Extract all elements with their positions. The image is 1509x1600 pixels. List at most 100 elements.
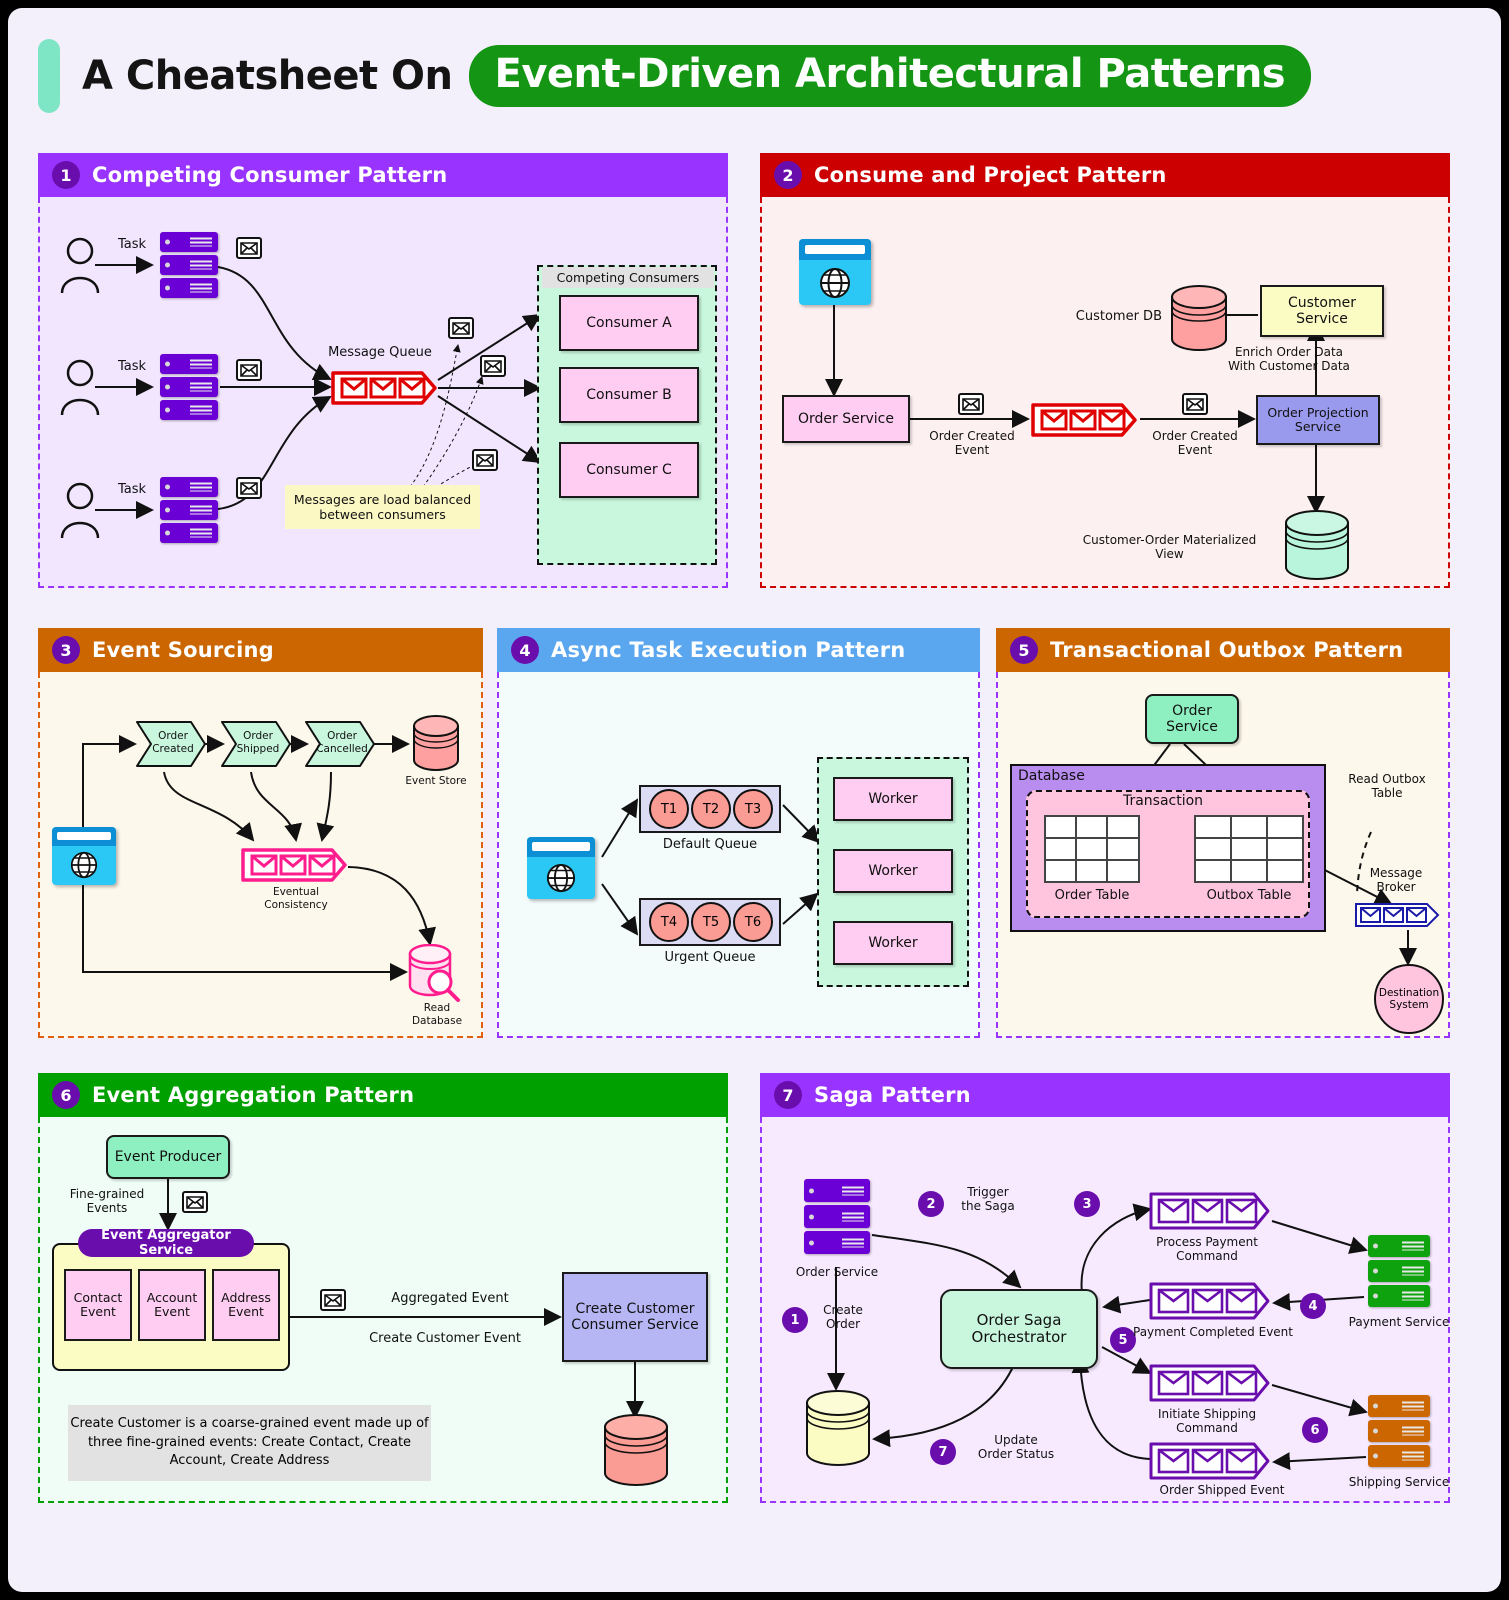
customer-store-db-icon (600, 1413, 672, 1493)
address-event-line-1: Address (221, 1289, 271, 1305)
panel-7-header: 7 Saga Pattern (760, 1073, 1450, 1117)
saga-step-2-number: 2 (926, 1196, 936, 1212)
panel-4-body: T1 T2 T3 Default Queue T4 T5 T6 Urgent Q… (497, 672, 980, 1038)
account-event-box: Account Event (138, 1269, 206, 1341)
saga-step-6-badge: 6 (1302, 1417, 1328, 1443)
message-envelope-icon-1 (236, 237, 262, 259)
event-3-line-1: Order (327, 730, 357, 742)
saga-step-5-badge: 5 (1110, 1327, 1136, 1353)
globe-icon-2 (52, 846, 116, 885)
outbox-order-service-box[interactable]: Order Service (1145, 694, 1239, 744)
message-broker-line-1: Message (1369, 866, 1423, 880)
eventual-consistency-queue-icon (240, 844, 348, 886)
read-database-label: Read Database (396, 1002, 478, 1027)
saga-step-2-badge: 2 (918, 1191, 944, 1217)
read-outbox-table-label: Read Outbox Table (1332, 772, 1442, 801)
aggregated-event-label: Aggregated Event (391, 1291, 509, 1306)
consumer-b-label: Consumer B (586, 386, 672, 403)
payment-completed-event-label: Payment Completed Event (1133, 1325, 1293, 1339)
message-envelope-icon-8 (1182, 393, 1208, 415)
panel-1-header: 1 Competing Consumer Pattern (38, 153, 728, 197)
task-label-3: Task (117, 482, 147, 497)
saga-step-7-line-2: Order Status (977, 1447, 1055, 1462)
saga-step-7-number: 7 (938, 1444, 948, 1460)
event-aggregation-note: Create Customer is a coarse-grained even… (68, 1405, 431, 1481)
event-2-line-2: Shipped (236, 742, 280, 755)
process-payment-command-label: Process Payment Command (1142, 1235, 1272, 1264)
user-icon-1 (60, 237, 100, 294)
panel-2-title: Consume and Project Pattern (814, 163, 1167, 187)
message-queue-icon (330, 367, 438, 409)
order-saga-orchestrator-box[interactable]: Order Saga Orchestrator (940, 1289, 1098, 1369)
event-aggregator-service-label: Event Aggregator Service (101, 1228, 231, 1258)
consumer-c-box[interactable]: Consumer C (559, 442, 699, 498)
eventual-consistency-line-1: Eventual (272, 886, 320, 898)
event-store-db-icon (410, 714, 462, 776)
panel-6-header: 6 Event Aggregation Pattern (38, 1073, 728, 1117)
customer-db-label: Customer DB (1075, 309, 1162, 324)
saga-step-3-badge: 3 (1074, 1191, 1100, 1217)
panel-4-header: 4 Async Task Execution Pattern (497, 628, 980, 672)
task-t4-label: T4 (660, 914, 678, 930)
order-created-event-label-2: Order Created Event (1140, 429, 1250, 458)
user-icon-3 (60, 482, 100, 539)
panel-7-number: 7 (774, 1081, 802, 1109)
load-balance-note-line-1: Messages are load balanced (293, 492, 472, 507)
enrich-order-data-label: Enrich Order Data With Customer Data (1194, 345, 1384, 374)
task-t2-label: T2 (702, 801, 720, 817)
worker-label-3: Worker (868, 934, 918, 951)
event-producer-box[interactable]: Event Producer (106, 1135, 230, 1179)
event-order-created: Order Created (135, 720, 207, 772)
event-aggregation-note-line-3: Account, Create Address (169, 1453, 330, 1469)
saga-step-2-line-2: the Saga (961, 1199, 1015, 1214)
worker-box-3[interactable]: Worker (833, 921, 953, 965)
read-database-line-2: Database (411, 1014, 463, 1027)
materialized-view-label: Customer-Order Materialized View (1062, 533, 1277, 562)
server-icon-1 (160, 232, 218, 298)
transaction-label: Transaction (1122, 793, 1204, 809)
create-customer-consumer-service-box[interactable]: Create Customer Consumer Service (562, 1272, 708, 1362)
panel-7-title: Saga Pattern (814, 1083, 971, 1107)
browser-icon-event-sourcing (52, 827, 116, 885)
consumer-a-box[interactable]: Consumer A (559, 295, 699, 351)
message-envelope-icon-3 (236, 477, 262, 499)
task-t3-label: T3 (744, 801, 762, 817)
message-envelope-icon-4 (448, 317, 474, 339)
event-aggregator-service-badge: Event Aggregator Service (78, 1228, 254, 1258)
event-order-cancelled: Order Cancelled (304, 720, 376, 772)
worker-label-2: Worker (868, 862, 918, 879)
outbox-order-service-line-2: Service (1166, 719, 1218, 735)
eventual-consistency-line-2: Consistency (264, 898, 328, 911)
customer-service-box[interactable]: Customer Service (1260, 285, 1384, 337)
page-title: A Cheatsheet On (82, 53, 453, 99)
event-order-shipped: Order Shipped (220, 720, 292, 772)
orchestrator-line-1: Order Saga (976, 1310, 1062, 1329)
worker-box-2[interactable]: Worker (833, 849, 953, 893)
order-created-event-2-line-2: Event (1177, 443, 1213, 458)
read-database-icon (406, 943, 464, 1008)
task-t3: T3 (733, 789, 773, 829)
event-producer-label: Event Producer (114, 1148, 222, 1165)
browser-titlebar-3 (527, 837, 595, 857)
message-envelope-icon-2 (236, 359, 262, 381)
customer-db-icon (1166, 285, 1232, 355)
panel-4-number: 4 (511, 636, 539, 664)
message-broker-label: Message Broker (1348, 866, 1444, 895)
create-customer-consumer-line-1: Create Customer (575, 1300, 695, 1317)
event-1-line-2: Created (152, 742, 194, 755)
worker-box-1[interactable]: Worker (833, 777, 953, 821)
cheatsheet-page: A Cheatsheet On Event-Driven Architectur… (8, 8, 1501, 1592)
order-projection-service-box[interactable]: Order Projection Service (1256, 395, 1380, 445)
order-created-event-label-1: Order Created Event (917, 429, 1027, 458)
globe-icon (799, 260, 871, 305)
header-accent-bar (38, 39, 60, 113)
saga-order-db-icon (802, 1389, 874, 1475)
order-service-box[interactable]: Order Service (782, 395, 910, 443)
consumer-b-box[interactable]: Consumer B (559, 367, 699, 423)
fine-grained-line-2: Events (86, 1201, 128, 1216)
server-icon-3 (160, 477, 218, 543)
panel-5-body: Order Service Database Transaction Order… (996, 672, 1450, 1038)
task-t2: T2 (691, 789, 731, 829)
process-payment-line-1: Process Payment (1156, 1235, 1258, 1249)
order-shipped-event-label: Order Shipped Event (1159, 1483, 1285, 1497)
